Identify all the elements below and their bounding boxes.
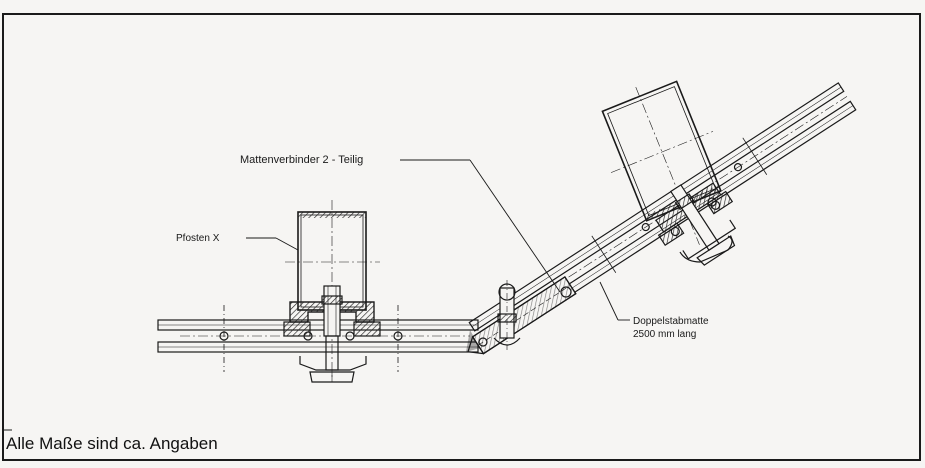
mesh-connector <box>466 276 577 355</box>
label-mattenverbinder: Mattenverbinder 2 - Teilig <box>240 154 364 166</box>
leader-lines <box>246 159 630 321</box>
label-pfosten: Pfosten X <box>176 233 220 244</box>
clamp-right <box>655 182 737 266</box>
mesh-rails-horizontal <box>157 305 479 372</box>
footer-note: Alle Maße sind ca. Angaben <box>6 434 218 453</box>
clamp-left <box>283 285 381 383</box>
drawing-border <box>2 13 921 461</box>
label-doppelstabmatte-length: 2500 mm lang <box>633 329 697 340</box>
label-doppelstabmatte: Doppelstabmatte <box>633 316 709 327</box>
